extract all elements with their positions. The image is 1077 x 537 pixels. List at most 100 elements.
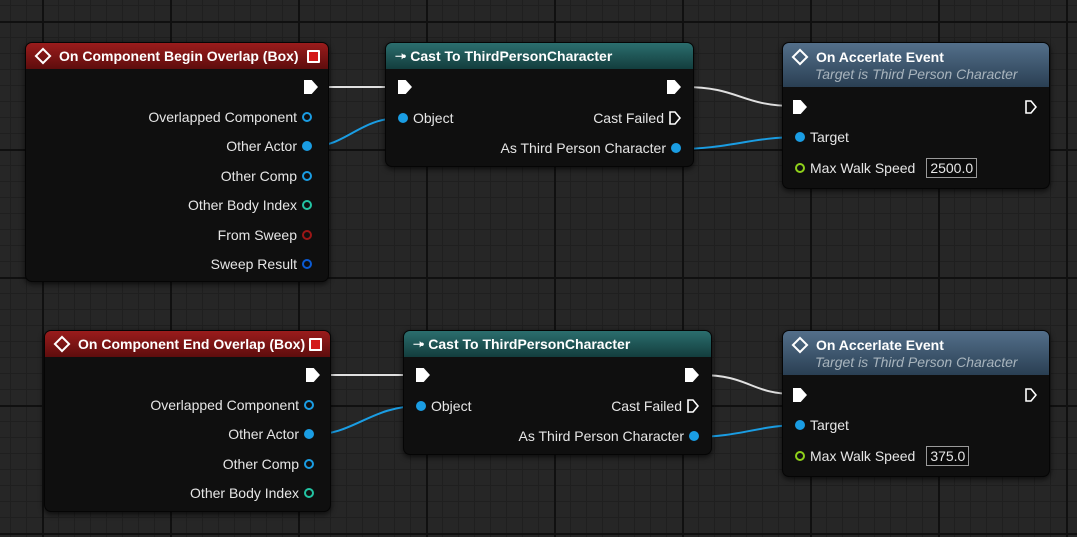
pin-cast-failed[interactable]: Cast Failed <box>588 110 681 126</box>
exec-output-row <box>1025 100 1037 114</box>
pin-as-third-person-character[interactable]: As Third Person Character <box>496 140 681 156</box>
pin-max-walk-speed[interactable]: Max Walk Speed 375.0 <box>795 446 970 466</box>
pin-label: Cast Failed <box>593 110 664 126</box>
object-pin-icon[interactable] <box>795 132 805 142</box>
exec-input-pin-icon[interactable] <box>416 368 430 382</box>
pin-max-walk-speed[interactable]: Max Walk Speed 2500.0 <box>795 158 978 178</box>
cast-node-2[interactable]: ➝• Cast To ThirdPersonCharacter Object C… <box>403 330 712 455</box>
function-icon <box>791 48 809 65</box>
exec-input-row <box>416 368 430 382</box>
pin-object-input[interactable]: Object <box>398 110 458 126</box>
exec-hollow-pin-icon[interactable] <box>1025 100 1037 114</box>
struct-pin-icon[interactable] <box>302 259 312 269</box>
pin-from-sweep[interactable]: From Sweep <box>213 227 312 243</box>
pin-other-actor[interactable]: Other Actor <box>221 138 312 154</box>
pin-overlapped-component[interactable]: Overlapped Component <box>145 397 314 413</box>
function-node-header[interactable]: On Accerlate Event Target is Third Perso… <box>783 43 1049 87</box>
exec-input-pin-icon[interactable] <box>398 80 412 94</box>
pin-other-comp[interactable]: Other Comp <box>216 168 312 184</box>
exec-input-row <box>793 388 807 402</box>
pin-label: Object <box>431 398 472 414</box>
bool-pin-icon[interactable] <box>302 230 312 240</box>
float-pin-icon[interactable] <box>795 163 805 173</box>
object-pin-icon[interactable] <box>671 143 681 153</box>
exec-wire[interactable] <box>683 86 796 107</box>
exec-output-pin-icon[interactable] <box>304 80 318 94</box>
pin-target[interactable]: Target <box>795 417 854 433</box>
cast-arrow-icon: ➝• <box>395 49 406 63</box>
event-node-header[interactable]: On Component Begin Overlap (Box) <box>26 43 328 69</box>
event-icon <box>34 47 52 65</box>
exec-output-row <box>667 80 681 94</box>
function-node-2[interactable]: On Accerlate Event Target is Third Perso… <box>782 330 1050 477</box>
event-node-begin-overlap[interactable]: On Component Begin Overlap (Box) Overlap… <box>25 42 329 282</box>
max-walk-speed-input[interactable]: 375.0 <box>926 446 970 466</box>
pin-label: As Third Person Character <box>518 428 684 444</box>
pin-label: Overlapped Component <box>150 397 299 413</box>
exec-wire[interactable] <box>699 374 796 395</box>
pin-other-comp[interactable]: Other Comp <box>218 456 314 472</box>
cast-node-header[interactable]: ➝• Cast To ThirdPersonCharacter <box>386 43 693 69</box>
event-node-end-overlap[interactable]: On Component End Overlap (Box) Overlappe… <box>44 330 331 512</box>
object-pin-icon[interactable] <box>398 113 408 123</box>
pin-object-input[interactable]: Object <box>416 398 476 414</box>
exec-output-pin-icon[interactable] <box>306 368 320 382</box>
function-node-title: On Accerlate Event <box>816 336 944 353</box>
pin-label: Target <box>810 129 849 145</box>
cast-node-title: Cast To ThirdPersonCharacter <box>410 48 613 64</box>
pin-other-body-index[interactable]: Other Body Index <box>183 197 312 213</box>
pin-label: Other Actor <box>226 138 297 154</box>
exec-hollow-pin-icon[interactable] <box>669 111 681 125</box>
pin-label: Overlapped Component <box>148 109 297 125</box>
pin-label: Cast Failed <box>611 398 682 414</box>
exec-output-pin-icon[interactable] <box>685 368 699 382</box>
pin-label: Other Actor <box>228 426 299 442</box>
int-pin-icon[interactable] <box>302 200 312 210</box>
cast-node-header[interactable]: ➝• Cast To ThirdPersonCharacter <box>404 331 711 357</box>
function-node-subtitle: Target is Third Person Character <box>815 65 1018 82</box>
float-pin-icon[interactable] <box>795 451 805 461</box>
pin-overlapped-component[interactable]: Overlapped Component <box>143 109 312 125</box>
exec-hollow-pin-icon[interactable] <box>687 399 699 413</box>
object-pin-icon[interactable] <box>795 420 805 430</box>
pin-label: Sweep Result <box>210 256 297 272</box>
function-icon <box>791 336 809 353</box>
delegate-pin-icon[interactable] <box>307 50 320 63</box>
exec-input-pin-icon[interactable] <box>793 100 807 114</box>
function-node-header[interactable]: On Accerlate Event Target is Third Perso… <box>783 331 1049 375</box>
delegate-pin-icon[interactable] <box>309 338 322 351</box>
object-pin-icon[interactable] <box>302 141 312 151</box>
function-node-title: On Accerlate Event <box>816 48 944 65</box>
object-pin-icon[interactable] <box>304 459 314 469</box>
object-pin-icon[interactable] <box>416 401 426 411</box>
object-pin-icon[interactable] <box>689 431 699 441</box>
pin-label: Other Body Index <box>190 485 299 501</box>
function-node-1[interactable]: On Accerlate Event Target is Third Perso… <box>782 42 1050 189</box>
object-pin-icon[interactable] <box>304 429 314 439</box>
int-pin-icon[interactable] <box>304 488 314 498</box>
cast-node-title: Cast To ThirdPersonCharacter <box>428 336 631 352</box>
pin-label: Max Walk Speed <box>810 448 916 464</box>
object-pin-icon[interactable] <box>302 112 312 122</box>
object-pin-icon[interactable] <box>302 171 312 181</box>
pin-sweep-result[interactable]: Sweep Result <box>206 256 312 272</box>
pin-target[interactable]: Target <box>795 129 854 145</box>
pin-other-body-index[interactable]: Other Body Index <box>185 485 314 501</box>
pin-cast-failed[interactable]: Cast Failed <box>606 398 699 414</box>
event-node-header[interactable]: On Component End Overlap (Box) <box>45 331 330 357</box>
exec-output-row <box>685 368 699 382</box>
pin-as-third-person-character[interactable]: As Third Person Character <box>514 428 699 444</box>
cast-node-1[interactable]: ➝• Cast To ThirdPersonCharacter Object C… <box>385 42 694 167</box>
pin-label: Max Walk Speed <box>810 160 916 176</box>
exec-input-pin-icon[interactable] <box>793 388 807 402</box>
pin-label: From Sweep <box>217 227 297 243</box>
exec-input-row <box>398 80 412 94</box>
pin-label: Object <box>413 110 454 126</box>
pin-other-actor[interactable]: Other Actor <box>223 426 314 442</box>
exec-input-row <box>793 100 807 114</box>
cast-arrow-icon: ➝• <box>413 337 424 351</box>
exec-hollow-pin-icon[interactable] <box>1025 388 1037 402</box>
max-walk-speed-input[interactable]: 2500.0 <box>926 158 978 178</box>
exec-output-pin-icon[interactable] <box>667 80 681 94</box>
object-pin-icon[interactable] <box>304 400 314 410</box>
